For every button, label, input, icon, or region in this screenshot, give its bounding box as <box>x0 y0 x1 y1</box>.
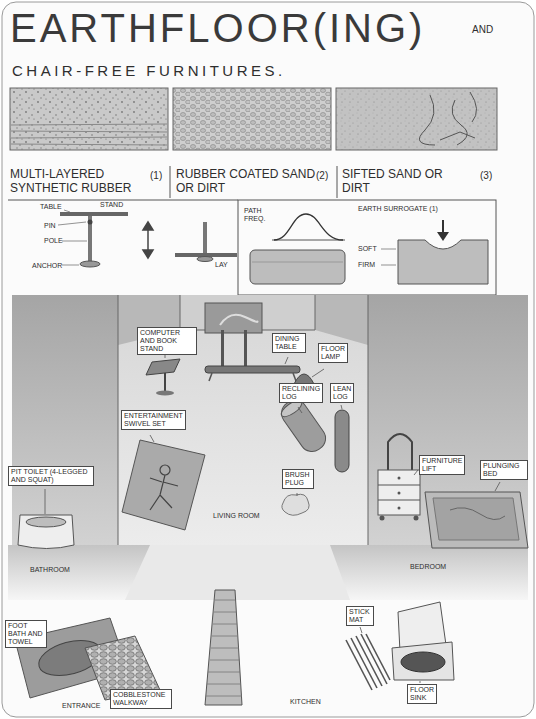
room-label: KITCHEN <box>290 698 321 706</box>
part-label: TABLE <box>40 203 62 211</box>
tag-text: LEAN LOG <box>333 385 351 401</box>
part-label: POLE <box>44 237 63 245</box>
diagram-heading: EARTH SURROGATE (1) <box>358 205 438 213</box>
tag-text: ENTERTAINMENT SWIVEL SET <box>124 412 183 428</box>
furniture-tag: RECLINING LOG <box>279 383 323 403</box>
furniture-tag: FURNITURE LIFT <box>419 455 465 475</box>
floor-type-caption: SIFTED SAND OR DIRT <box>342 168 450 196</box>
furniture-tag: LEAN LOG <box>330 383 354 403</box>
layer-label: FIRM <box>358 261 375 269</box>
layer-label: SOFT <box>358 245 377 253</box>
tag-text: RECLINING LOG <box>282 385 320 401</box>
tag-text: FOOT BATH AND TOWEL <box>8 622 44 646</box>
tag-text: FLOOR SINK <box>410 686 434 702</box>
tag-text: BRUSH PLUG <box>285 471 311 487</box>
title-text: EARTHFLOOR(ING) <box>10 8 425 48</box>
tag-text: PLUNGING BED <box>483 462 525 478</box>
furniture-tag: PIT TOILET (4-LEGGED AND SQUAT) <box>8 466 94 486</box>
furniture-tag: COMPUTER AND BOOK STAND <box>137 327 197 355</box>
furniture-tag: FLOOR SINK <box>407 684 437 704</box>
room-label: ENTRANCE <box>62 702 101 710</box>
part-label: LAY <box>215 261 228 269</box>
room-label: BEDROOM <box>410 563 446 571</box>
room-label: BATHROOM <box>30 566 70 574</box>
part-label: PIN <box>44 222 56 230</box>
furniture-tag: ENTERTAINMENT SWIVEL SET <box>121 410 186 430</box>
furniture-tag: DINING TABLE <box>272 333 306 353</box>
callout-number: (2) <box>316 170 328 182</box>
tag-text: FLOOR LAMP <box>321 345 345 361</box>
callout-number: (3) <box>480 170 492 182</box>
part-label: STAND <box>100 201 123 209</box>
part-label: ANCHOR <box>32 262 62 270</box>
furniture-tag: FLOOR LAMP <box>318 343 348 363</box>
room-label: LIVING ROOM <box>213 512 260 520</box>
axis-label: PATH FREQ. <box>244 207 270 223</box>
callout-number: (1) <box>150 170 162 182</box>
furniture-tag: BRUSH PLUG <box>282 469 314 489</box>
tag-text: PIT TOILET (4-LEGGED AND SQUAT) <box>11 468 91 484</box>
furniture-tag: STICK MAT <box>346 606 374 626</box>
furniture-tag: FOOT BATH AND TOWEL <box>5 620 47 648</box>
title-connector: AND <box>472 24 493 36</box>
tag-text: DINING TABLE <box>275 335 303 351</box>
furniture-tag: PLUNGING BED <box>480 460 528 480</box>
tag-text: COMPUTER AND BOOK STAND <box>140 329 194 353</box>
floor-type-caption: MULTI-LAYERED SYNTHETIC RUBBER <box>10 168 155 196</box>
tag-text: STICK MAT <box>349 608 371 624</box>
subtitle: CHAIR-FREE FURNITURES. <box>12 62 286 79</box>
tag-text: COBBLESTONE WALKWAY <box>113 691 169 707</box>
furniture-tag: COBBLESTONE WALKWAY <box>110 689 172 709</box>
floor-type-caption: RUBBER COATED SAND OR DIRT <box>176 168 316 196</box>
tag-text: FURNITURE LIFT <box>422 457 462 473</box>
